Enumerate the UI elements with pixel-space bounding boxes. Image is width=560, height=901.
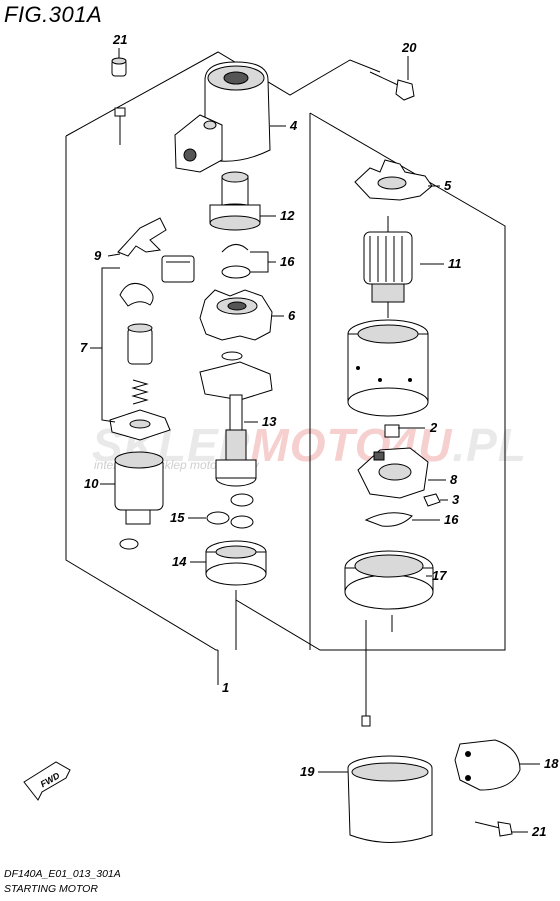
part-8-brush-holder[interactable] — [357, 424, 429, 499]
part-16-clip-washer[interactable] — [221, 244, 251, 279]
callout-16-upper: 16 — [280, 254, 295, 269]
callout-10: 10 — [84, 476, 99, 491]
part-6-cover[interactable] — [199, 289, 273, 341]
callout-20: 21 — [531, 824, 546, 839]
callout-labels: 21 20 4 5 12 11 9 16 6 7 13 2 8 3 16 10 … — [80, 32, 559, 839]
callout-21: 20 — [401, 40, 417, 55]
part-13-shaft[interactable] — [215, 394, 257, 487]
part-9-lever[interactable] — [117, 217, 167, 257]
part-17-end-cover[interactable] — [344, 550, 434, 610]
callout-5: 5 — [444, 178, 452, 193]
callout-8: 8 — [450, 472, 458, 487]
part-19-band[interactable] — [347, 755, 433, 843]
fwd-arrow: FWD — [23, 761, 71, 801]
part-3-nut[interactable] — [423, 493, 441, 507]
part-21-bolt[interactable] — [369, 71, 415, 101]
part-14-ring-gear[interactable] — [205, 540, 267, 586]
callout-3: 3 — [452, 492, 460, 507]
callout-1: 1 — [222, 680, 229, 695]
part-16-washer-lower[interactable] — [364, 512, 413, 527]
part-18-clamp[interactable] — [454, 739, 521, 791]
bracket-bolt[interactable] — [114, 107, 126, 145]
part-10-solenoid[interactable] — [114, 451, 164, 550]
caption-code: DF140A_E01_013_301A — [4, 868, 121, 880]
yoke-housing[interactable] — [347, 319, 429, 417]
callout-9: 9 — [94, 248, 102, 263]
callout-14: 14 — [172, 554, 187, 569]
caption-name: STARTING MOTOR — [4, 883, 98, 895]
part-4-bracket[interactable] — [174, 61, 271, 173]
callout-18: 18 — [544, 756, 559, 771]
callout-13: 13 — [262, 414, 277, 429]
callout-4: 4 — [289, 118, 298, 133]
callout-7: 7 — [80, 340, 88, 355]
part-20-bolt[interactable] — [474, 821, 513, 837]
part-22-cap[interactable] — [111, 57, 127, 77]
callout-15: 15 — [170, 510, 185, 525]
callout-11: 11 — [448, 256, 462, 271]
part-15-gears[interactable] — [206, 493, 254, 529]
callout-22: 21 — [112, 32, 127, 47]
callout-6: 6 — [288, 308, 296, 323]
callout-17: 17 — [432, 568, 447, 583]
part-7-leader — [101, 267, 120, 423]
assembly-frame — [65, 51, 506, 685]
seal-ring[interactable] — [199, 351, 273, 401]
watermark-right: .PL — [452, 419, 527, 471]
through-bolts[interactable] — [361, 615, 393, 727]
part-5-plate[interactable] — [354, 159, 433, 201]
callout-16-lower: 16 — [444, 512, 459, 527]
callout-19: 19 — [300, 764, 315, 779]
part-11-armature[interactable] — [363, 216, 413, 318]
part-7-holder[interactable] — [109, 255, 195, 441]
part-12-pinion[interactable] — [209, 171, 261, 231]
callout-12: 12 — [280, 208, 295, 223]
callout-2: 2 — [429, 420, 438, 435]
leader-lines — [90, 48, 540, 833]
figure-title: FIG.301A — [4, 2, 103, 27]
